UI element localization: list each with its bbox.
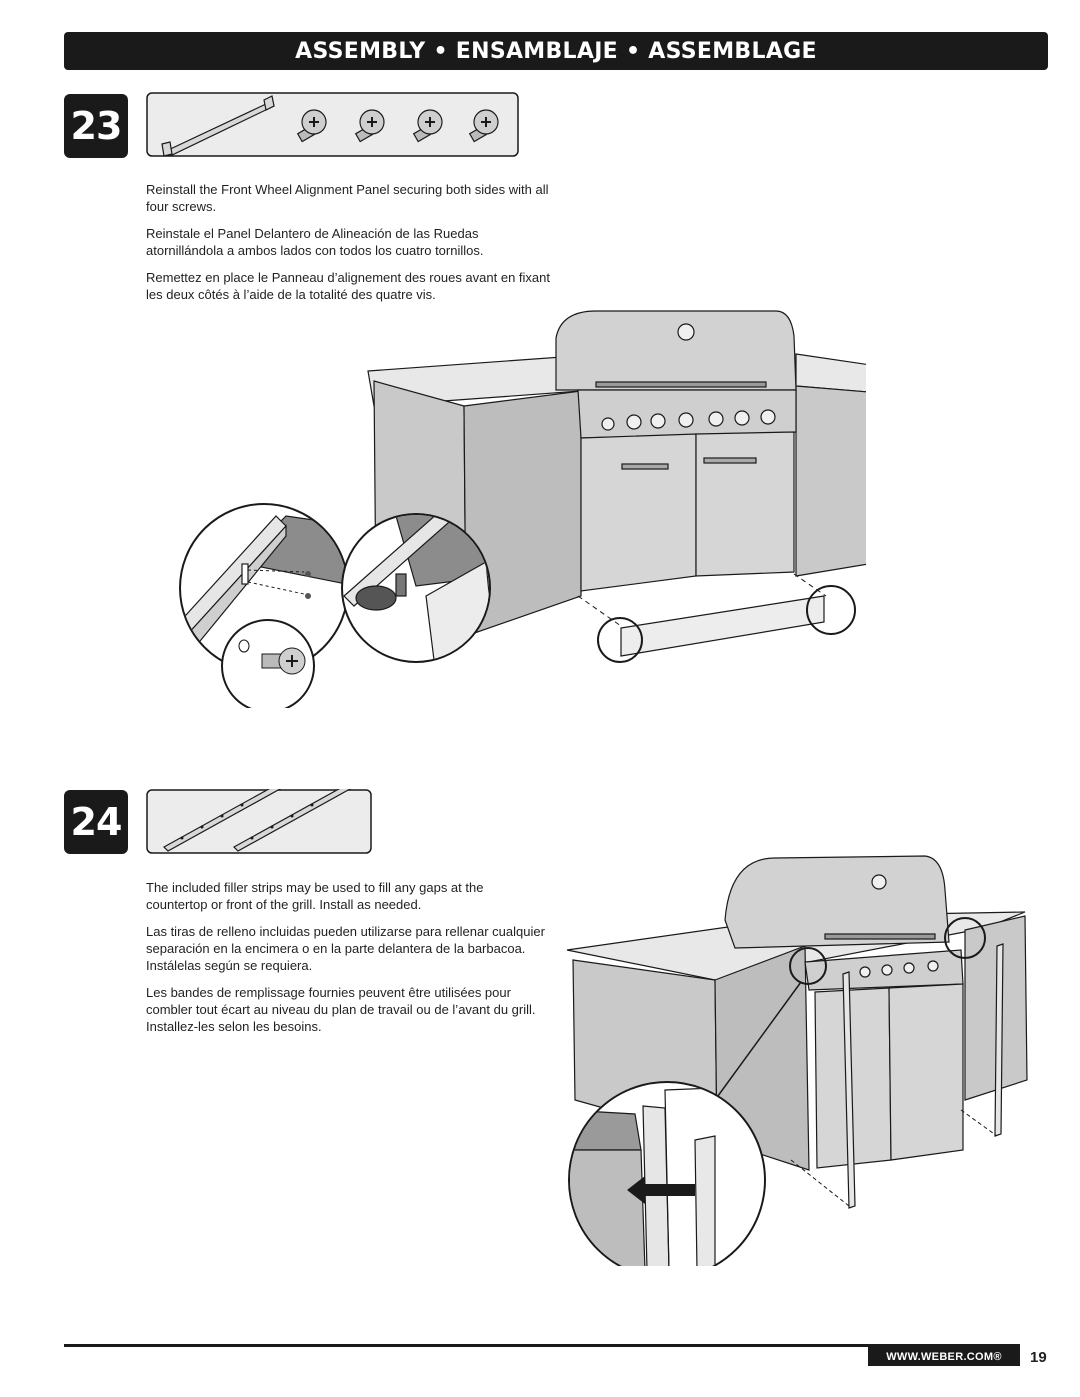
parts-box-23 (146, 92, 519, 157)
step-number-23: 23 (64, 94, 128, 158)
alignment-panel-part (161, 95, 275, 157)
detail-circle-screw (221, 619, 315, 708)
step-23-text-en: Reinstall the Front Wheel Alignment Pane… (146, 182, 549, 214)
step-24-text-en: The included filler strips may be used t… (146, 880, 484, 912)
screw-icons (296, 109, 499, 143)
page-number: 19 (1030, 1349, 1047, 1366)
step-23-instructions: Reinstall the Front Wheel Alignment Pane… (146, 181, 556, 313)
step-number-24: 24 (64, 790, 128, 854)
step-23-text-fr: Remettez en place le Panneau d’alignemen… (146, 270, 550, 302)
step-24-text-fr: Les bandes de remplissage fournies peuve… (146, 985, 536, 1034)
step-24-illustration (566, 855, 1028, 1266)
step-23-illustration (179, 310, 866, 708)
footer-rule (64, 1344, 1020, 1347)
detail-circle-left (179, 503, 349, 673)
step-24-text-es: Las tiras de relleno incluidas pueden ut… (146, 924, 545, 973)
filler-strip-parts (163, 789, 351, 852)
detail-circle-filler (568, 1081, 766, 1266)
page-title: ASSEMBLY • ENSAMBLAJE • ASSEMBLAGE (295, 38, 817, 64)
parts-box-24 (146, 789, 372, 854)
header-bar: ASSEMBLY • ENSAMBLAJE • ASSEMBLAGE (64, 32, 1048, 70)
footer-website: WWW.WEBER.COM® (868, 1347, 1020, 1366)
step-24-instructions: The included filler strips may be used t… (146, 879, 546, 1045)
step-23-text-es: Reinstale el Panel Delantero de Alineaci… (146, 226, 484, 258)
